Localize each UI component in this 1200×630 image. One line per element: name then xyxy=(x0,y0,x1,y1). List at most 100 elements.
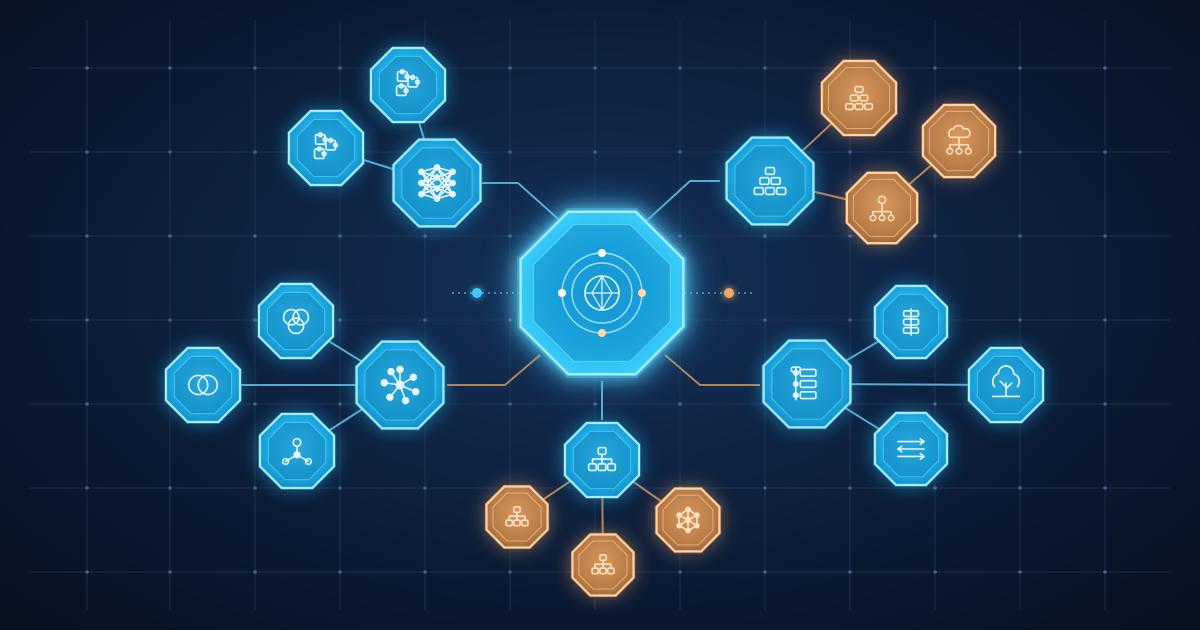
grid-dot xyxy=(933,486,937,490)
grid-dot xyxy=(85,402,89,406)
grid-dot xyxy=(508,150,512,154)
diagram-node-n1 xyxy=(369,46,447,124)
node-inner-octagon xyxy=(734,145,806,217)
grid-dot xyxy=(168,150,172,154)
grid-dot xyxy=(763,318,767,322)
hub-orbit-dot xyxy=(638,289,646,297)
node-inner-octagon xyxy=(662,494,714,546)
diagram-node-n18 xyxy=(967,346,1045,424)
grid-dot xyxy=(168,318,172,322)
grid-dot xyxy=(763,570,767,574)
node-inner-octagon xyxy=(828,67,890,129)
grid-dot xyxy=(338,66,342,70)
grid-dot xyxy=(1018,234,1022,238)
grid-dot xyxy=(678,570,682,574)
grid-dot xyxy=(848,150,852,154)
node-octagon xyxy=(820,59,898,137)
grid-dot xyxy=(678,234,682,238)
grid-dot xyxy=(933,234,937,238)
diagram-node-n17 xyxy=(761,338,853,430)
crossing-arrows-icon xyxy=(897,437,925,461)
node-inner-octagon xyxy=(771,348,843,420)
diagram-node-n13 xyxy=(484,484,550,550)
grid-dot xyxy=(1103,318,1107,322)
grid-dot xyxy=(933,402,937,406)
pyramid-blocks-icon xyxy=(753,166,787,196)
grid-dot xyxy=(1018,318,1022,322)
grid-dot xyxy=(848,486,852,490)
diagram-node-n3 xyxy=(391,137,483,229)
venn-three-circles-icon xyxy=(282,308,310,335)
grid-dot xyxy=(848,234,852,238)
hub-orbit-dot xyxy=(598,249,606,257)
grid-dot xyxy=(85,234,89,238)
diagram-node-n4 xyxy=(820,59,898,137)
grid-dot xyxy=(508,234,512,238)
org-chart-icon xyxy=(869,195,895,222)
grid-dot xyxy=(1103,234,1107,238)
grid-dot xyxy=(1103,150,1107,154)
grid-dot xyxy=(253,234,257,238)
grid-dot xyxy=(763,234,767,238)
grid-dot xyxy=(338,318,342,322)
node-inner-octagon xyxy=(401,147,473,219)
connection-line xyxy=(482,182,566,226)
connection-line xyxy=(641,180,720,226)
grid-dot xyxy=(253,570,257,574)
hub-orbit-ring xyxy=(571,262,633,324)
grid-dot xyxy=(85,486,89,490)
grid-dot xyxy=(678,402,682,406)
diagram-node-n15 xyxy=(654,486,722,554)
grid-dot xyxy=(338,234,342,238)
grid-dot xyxy=(1103,66,1107,70)
grid-dot xyxy=(1103,570,1107,574)
diagram-node-n10 xyxy=(354,339,446,431)
grid-dot xyxy=(85,318,89,322)
grid-dot xyxy=(678,150,682,154)
grid-dot xyxy=(423,318,427,322)
three-spoke-node-icon xyxy=(281,437,313,466)
diagram-node-n19 xyxy=(873,411,949,487)
grid-dot xyxy=(338,486,342,490)
node-inner-octagon xyxy=(266,291,326,351)
grid-dot xyxy=(1018,486,1022,490)
hub-orbit-dot xyxy=(558,289,566,297)
puzzle-cluster-icon xyxy=(313,131,339,160)
diagram-node-n16 xyxy=(873,284,949,360)
grid-dot xyxy=(253,318,257,322)
port-dot xyxy=(724,288,734,298)
grid-dot xyxy=(423,570,427,574)
grid-dot xyxy=(423,234,427,238)
timeline-columns-icon xyxy=(902,308,920,336)
grid-dot xyxy=(1018,570,1022,574)
grid-dot xyxy=(253,486,257,490)
node-inner-octagon xyxy=(928,110,990,172)
grid-dot xyxy=(593,402,597,406)
diagram-nodes xyxy=(164,46,1045,598)
diagram-node-n5 xyxy=(724,135,816,227)
grid-dot xyxy=(933,66,937,70)
node-inner-octagon xyxy=(852,178,912,238)
grid-dot xyxy=(848,570,852,574)
grid-dot xyxy=(85,66,89,70)
port-dot xyxy=(472,288,482,298)
grid-dot xyxy=(763,486,767,490)
grid-dot xyxy=(593,150,597,154)
grid-dot xyxy=(168,570,172,574)
diagram-node-n9 xyxy=(164,346,242,424)
stacked-flow-icon xyxy=(790,366,817,401)
grid-dot xyxy=(423,486,427,490)
grid-dot xyxy=(678,66,682,70)
grid-dot xyxy=(338,402,342,406)
pyramid-blocks-icon xyxy=(844,85,874,111)
grid-dot xyxy=(933,570,937,574)
node-inner-octagon xyxy=(173,355,233,415)
diagram-node-n2 xyxy=(287,109,365,187)
diagram-node-n14 xyxy=(570,532,636,598)
tree-chart-icon xyxy=(591,553,615,575)
hub-orbit-dot xyxy=(598,329,606,337)
puzzle-cluster-icon xyxy=(395,68,421,97)
grid-dot xyxy=(253,150,257,154)
